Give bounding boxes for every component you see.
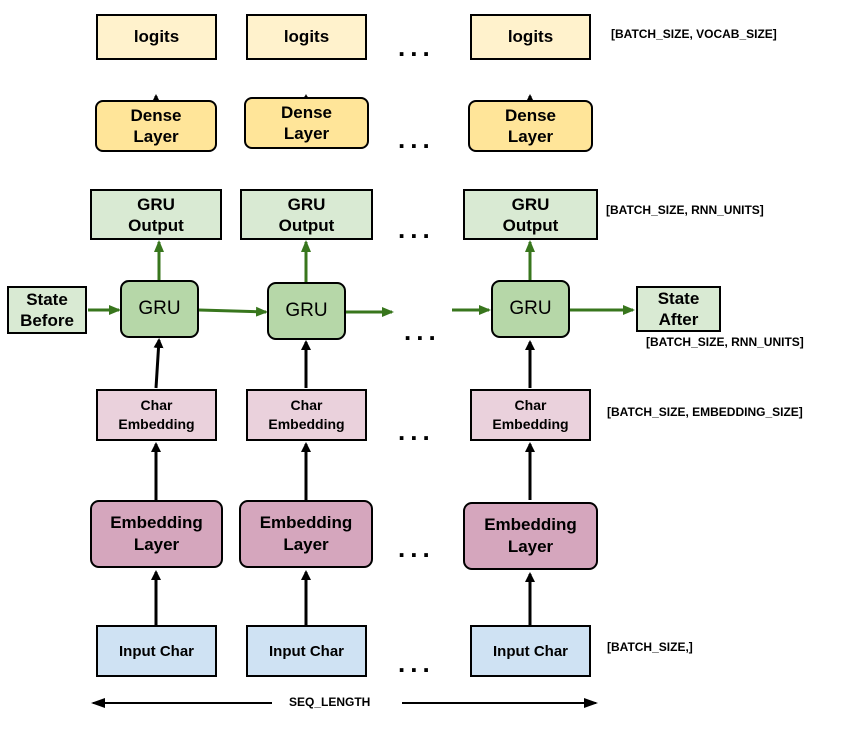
embedding-layer-label-line1: Embedding (259, 513, 353, 532)
ellipsis-input-char: ... (398, 648, 435, 678)
char-embedding-box-3: Char Embedding (470, 389, 591, 441)
dense-layer-box-3: Dense Layer (468, 100, 593, 152)
logits-box-2: logits (246, 14, 367, 60)
seq-length-label: SEQ_LENGTH (289, 695, 371, 709)
gru-to-output-arrows (154, 240, 535, 282)
gru-output-box-2: GRU Output (240, 189, 373, 240)
embedding-layer-box-2: Embedding Layer (239, 500, 373, 568)
input-char-box-1: Input Char (96, 625, 217, 677)
shape-char-embedding: [BATCH_SIZE, EMBEDDING_SIZE] (607, 405, 803, 419)
logits-label: logits (283, 27, 330, 46)
ellipsis-gru-output: ... (398, 214, 435, 244)
ellipsis-dense: ... (398, 124, 435, 154)
char-embedding-label-line2: Embedding (118, 416, 195, 432)
input-char-box-2: Input Char (246, 625, 367, 677)
logits-label: logits (507, 27, 554, 46)
dense-label-line2: Layer (507, 127, 554, 146)
char-embedding-label-line1: Char (140, 397, 173, 413)
dense-layer-box-1: Dense Layer (95, 100, 217, 152)
shape-input-char: [BATCH_SIZE,] (607, 640, 693, 654)
input-char-box-3: Input Char (470, 625, 591, 677)
char-embedding-label-line1: Char (290, 397, 323, 413)
dense-layer-box-2: Dense Layer (244, 97, 369, 149)
input-char-label: Input Char (119, 642, 194, 660)
state-after-box: State After (636, 286, 721, 332)
ellipsis-gru: ... (404, 316, 441, 346)
embedding-layer-label-line2: Layer (133, 535, 180, 554)
dense-label-line1: Dense (130, 106, 182, 125)
gru-output-label-line2: Output (128, 215, 184, 235)
state-before-label-line1: State (26, 290, 68, 309)
ellipsis-logits: ... (398, 32, 435, 62)
shape-state-after: [BATCH_SIZE, RNN_UNITS] (646, 335, 804, 349)
gru-output-box-1: GRU Output (90, 189, 222, 240)
gru-label: GRU (285, 300, 328, 321)
logits-box-1: logits (96, 14, 217, 60)
input-char-label: Input Char (269, 642, 344, 660)
gru-cell-1: GRU (120, 280, 199, 338)
gru-label: GRU (138, 298, 181, 319)
gru-label: GRU (509, 298, 552, 319)
char-embedding-label-line2: Embedding (268, 416, 345, 432)
dense-label-line1: Dense (504, 106, 557, 125)
embedding-layer-box-3: Embedding Layer (463, 502, 598, 570)
embedding-layer-label-line1: Embedding (110, 513, 203, 532)
shape-logits: [BATCH_SIZE, VOCAB_SIZE] (611, 27, 777, 41)
input-char-label: Input Char (493, 642, 568, 660)
char-embedding-box-1: Char Embedding (96, 389, 217, 441)
shape-gru-output: [BATCH_SIZE, RNN_UNITS] (606, 203, 764, 217)
dense-label-line1: Dense (280, 103, 333, 122)
embedding-layer-label-line2: Layer (283, 535, 329, 554)
state-before-box: State Before (7, 286, 87, 334)
gru-output-label-line1: GRU (511, 194, 550, 214)
ellipsis-char-embedding: ... (398, 416, 435, 446)
logits-label: logits (133, 27, 180, 46)
state-after-label-line1: State (657, 289, 700, 308)
gru-cell-3: GRU (491, 280, 570, 338)
state-after-label-line2: After (658, 310, 699, 329)
gru-output-label-line1: GRU (137, 194, 175, 214)
embedding-layer-label-line1: Embedding (484, 515, 577, 534)
gru-output-box-3: GRU Output (463, 189, 598, 240)
dense-label-line2: Layer (283, 124, 330, 143)
char-embedding-box-2: Char Embedding (246, 389, 367, 441)
logits-box-3: logits (470, 14, 591, 60)
gru-output-label-line2: Output (278, 215, 335, 235)
gru-output-label-line1: GRU (287, 194, 326, 214)
gru-cell-2: GRU (267, 282, 346, 340)
embedding-layer-label-line2: Layer (507, 537, 554, 556)
gru-output-label-line2: Output (502, 215, 559, 235)
char-embedding-label-line2: Embedding (492, 416, 569, 432)
state-before-label-line2: Before (20, 311, 74, 330)
ellipsis-embedding-layer: ... (398, 533, 435, 563)
char-embedding-label-line1: Char (514, 397, 547, 413)
embedding-layer-box-1: Embedding Layer (90, 500, 223, 568)
dense-label-line2: Layer (133, 127, 179, 146)
